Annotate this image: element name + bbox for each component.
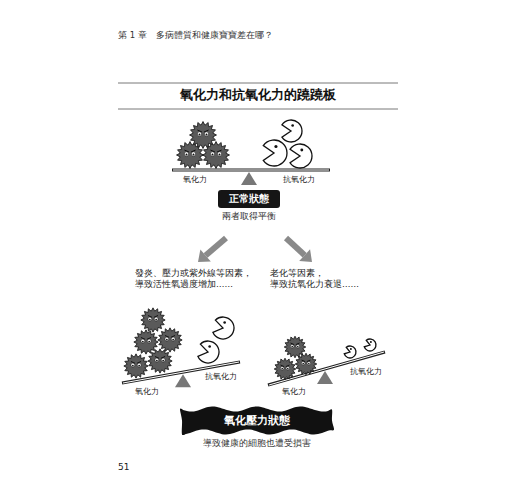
page-number: 51 bbox=[118, 462, 129, 473]
fulcrum bbox=[175, 374, 191, 387]
oxidant-ball bbox=[284, 336, 306, 358]
state-title: 氧化壓力狀態 bbox=[224, 414, 290, 427]
state-caption: 導致健康的細胞也遭受損害 bbox=[203, 438, 311, 450]
scale-label: 抗氧化力 bbox=[283, 175, 315, 185]
scale-label: 抗氧化力 bbox=[205, 372, 237, 382]
antioxidant-pacman bbox=[282, 120, 302, 142]
seesaw-plank bbox=[173, 170, 329, 171]
state-title: 正常狀態 bbox=[229, 193, 269, 204]
state-band: 氧化壓力狀態導致健康的細胞也遭受損害 bbox=[180, 406, 334, 450]
diagram-title: 氧化力和抗氧化力的蹺蹺板 bbox=[0, 87, 516, 103]
title-rule bbox=[118, 83, 398, 84]
page-header: 第 1 章 多病體質和健康寶寶差在哪？ bbox=[118, 30, 273, 41]
state-box-shape: 正常狀態 bbox=[218, 190, 280, 208]
flow-arrow bbox=[206, 238, 226, 255]
scale-label: 氧化力 bbox=[183, 175, 207, 185]
flow-arrow bbox=[286, 238, 305, 255]
state-box: 正常狀態兩者取得平衡 bbox=[218, 190, 280, 223]
flow-arrow-head bbox=[198, 249, 211, 262]
fulcrum bbox=[317, 371, 333, 384]
seesaw-plank bbox=[268, 352, 385, 385]
fulcrum bbox=[241, 172, 257, 185]
state-caption: 兩者取得平衡 bbox=[222, 211, 276, 223]
oxidant-ball bbox=[141, 308, 165, 332]
scale-label: 抗氧化力 bbox=[350, 367, 382, 377]
antioxidant-pacman bbox=[213, 317, 234, 339]
oxidant-ball bbox=[274, 358, 296, 380]
oxidant-ball bbox=[190, 122, 217, 149]
antioxidant-pacman bbox=[198, 341, 219, 363]
antioxidant-pacman bbox=[364, 339, 376, 351]
seesaw-plank bbox=[172, 168, 330, 171]
oxidant-ball bbox=[134, 330, 158, 354]
oxidant-ball bbox=[124, 354, 148, 378]
cause-note: 老化等因素， 導致抗氧化力衰退…… bbox=[270, 268, 362, 289]
antioxidant-pacman bbox=[290, 144, 312, 168]
title-rule bbox=[118, 109, 398, 110]
seesaw-plank bbox=[269, 352, 384, 385]
flow-arrow-head bbox=[299, 249, 312, 262]
oxidant-ball bbox=[158, 328, 182, 352]
cause-note: 發炎、壓力或紫外線等因素， 導致活性氧過度增加…… bbox=[135, 268, 253, 289]
antioxidant-pacman bbox=[344, 346, 356, 358]
scale-label: 氧化力 bbox=[282, 387, 306, 397]
antioxidant-pacman bbox=[263, 140, 287, 166]
oxidant-ball bbox=[148, 349, 172, 373]
state-band-shape: 氧化壓力狀態 bbox=[180, 406, 334, 435]
scale-label: 氧化力 bbox=[135, 387, 159, 397]
